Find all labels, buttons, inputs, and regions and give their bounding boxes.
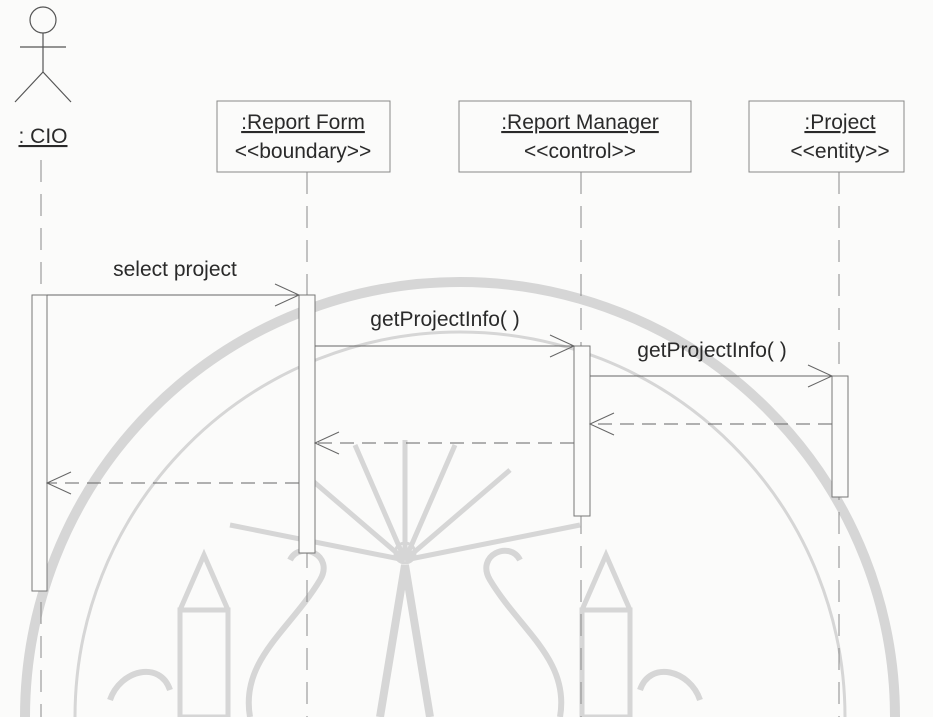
return-arrowhead-2: [313, 431, 340, 455]
object-stereotype: <<boundary>>: [235, 140, 372, 163]
actor-label: : CIO: [18, 125, 67, 148]
return-arrowhead-1: [588, 412, 615, 436]
seal-watermark: [20, 277, 900, 717]
message-label-get-project-info-1: getProjectInfo( ): [370, 308, 519, 331]
object-name: :Report Form: [241, 111, 365, 134]
object-stereotype: <<control>>: [524, 140, 636, 163]
object-name: :Report Manager: [501, 111, 659, 134]
object-stereotype: <<entity>>: [790, 140, 889, 163]
actor-figure: [14, 6, 72, 103]
object-report-manager: :Report Manager <<control>>: [458, 100, 692, 173]
activations: [31, 294, 849, 592]
activation-cio: [31, 294, 48, 592]
lifelines: [40, 160, 840, 717]
message-get-project-info-2: [590, 364, 834, 388]
activation-report-manager: [573, 345, 591, 517]
message-get-project-info-1: [315, 334, 576, 358]
message-label-select-project: select project: [113, 258, 237, 281]
object-report-form: :Report Form <<boundary>>: [216, 100, 391, 173]
activation-project: [831, 375, 849, 498]
object-project: :Project <<entity>>: [748, 100, 905, 173]
return-arrowhead-3: [45, 471, 72, 495]
messages: [45, 283, 834, 495]
message-label-get-project-info-2: getProjectInfo( ): [637, 339, 786, 362]
message-select-project: [47, 283, 301, 307]
object-name: :Project: [804, 111, 875, 134]
activation-report-form: [298, 294, 316, 554]
